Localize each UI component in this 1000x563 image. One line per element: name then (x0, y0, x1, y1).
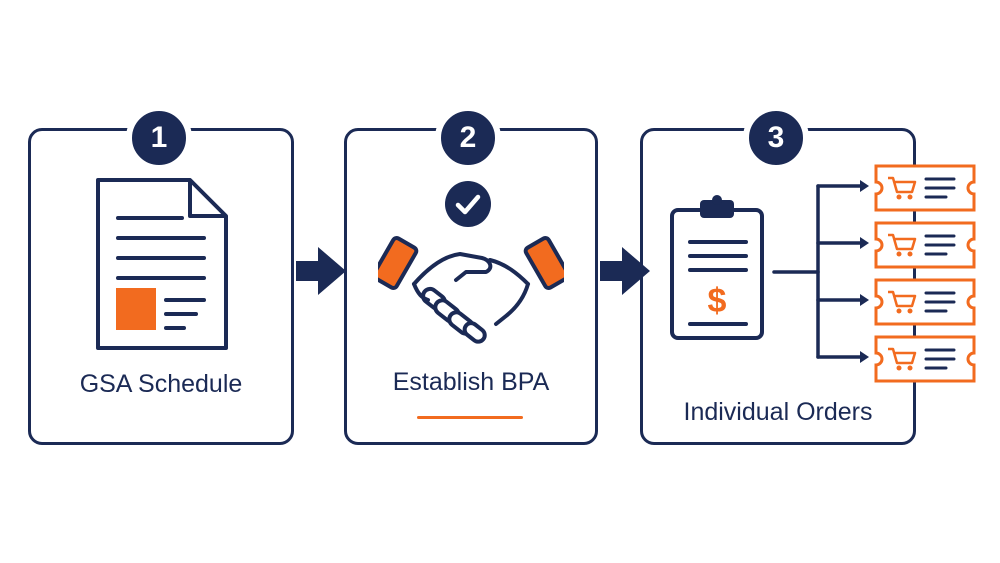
step-1-number-badge: 1 (126, 105, 192, 171)
order-ticket (874, 221, 976, 269)
cart-icon (888, 233, 917, 251)
step-2-number-badge: 2 (435, 105, 501, 171)
step-2-underline (417, 416, 523, 419)
cart-icon (888, 347, 917, 365)
step-3-number-badge: 3 (743, 105, 809, 171)
clipboard-dollar-icon: $ (670, 195, 764, 340)
cart-icon (888, 290, 917, 308)
step-3-label: Individual Orders (683, 398, 873, 426)
branch-connector (772, 180, 869, 363)
arrow-right-icon (296, 247, 346, 295)
step-2-label: Establish BPA (392, 368, 550, 396)
document-icon (96, 178, 228, 350)
order-ticket (874, 278, 976, 326)
dollar-symbol: $ (708, 282, 727, 320)
order-ticket (874, 335, 976, 383)
cart-icon (888, 176, 917, 194)
handshake-icon (378, 236, 564, 344)
arrow-right-icon (600, 247, 650, 295)
order-ticket (874, 164, 976, 212)
check-icon (445, 181, 491, 227)
step-1-label: GSA Schedule (79, 370, 243, 398)
order-tickets (874, 164, 976, 383)
